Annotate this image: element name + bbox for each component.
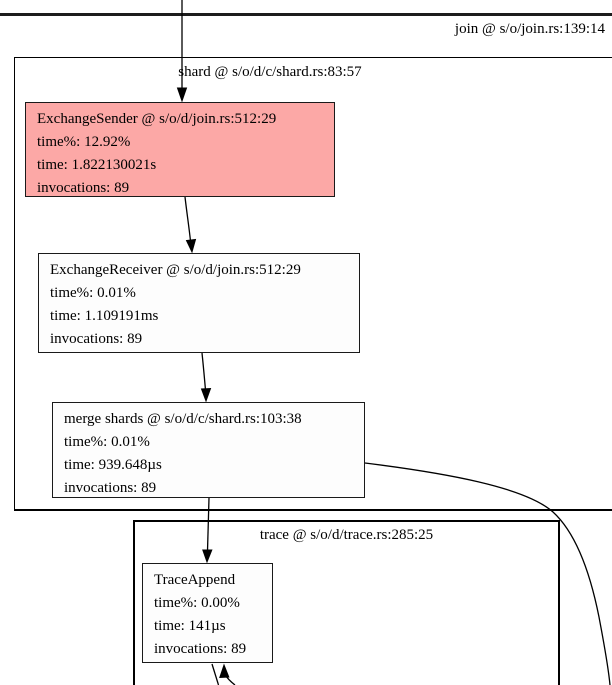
node-exchange-receiver: ExchangeReceiver @ s/o/d/join.rs:512:29 … [38,253,360,353]
node-time-pct: time%: 0.01% [50,285,136,301]
node-title: merge shards @ s/o/d/c/shard.rs:103:38 [64,411,302,427]
node-invocations: invocations: 89 [154,641,247,657]
node-time: time: 939.648µs [64,457,162,473]
shard-cluster-label: shard @ s/o/d/c/shard.rs:83:57 [178,64,362,80]
node-title: ExchangeReceiver @ s/o/d/join.rs:512:29 [50,262,301,278]
node-title: ExchangeSender @ s/o/d/join.rs:512:29 [37,111,277,127]
node-invocations: invocations: 89 [64,480,157,496]
node-time: time: 1.109191ms [50,308,159,324]
node-merge-shards: merge shards @ s/o/d/c/shard.rs:103:38 t… [52,402,365,498]
node-invocations: invocations: 89 [37,180,130,196]
join-cluster-label: join @ s/o/join.rs:139:14 [454,21,605,37]
node-time-pct: time%: 0.01% [64,434,150,450]
node-time: time: 1.822130021s [37,157,157,173]
node-exchange-sender: ExchangeSender @ s/o/d/join.rs:512:29 ti… [25,102,335,197]
node-time: time: 141µs [154,618,226,634]
trace-cluster-label: trace @ s/o/d/trace.rs:285:25 [259,527,434,543]
node-invocations: invocations: 89 [50,331,143,347]
node-trace-append: TraceAppend time%: 0.00% time: 141µs inv… [142,563,273,663]
shard-cluster [14,57,612,511]
node-time-pct: time%: 12.92% [37,134,131,150]
node-title: TraceAppend [154,572,236,588]
node-time-pct: time%: 0.00% [154,595,240,611]
join-cluster-border [0,13,612,16]
